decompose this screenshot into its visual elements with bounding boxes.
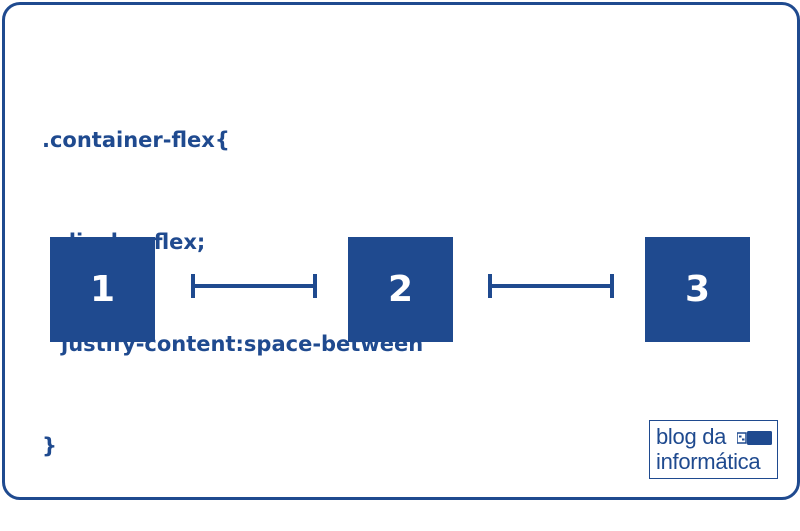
space-between-gap-marker-2 [488,274,614,298]
logo-text-line2: informática [656,449,761,474]
logo-text-line1: blog da [656,424,727,449]
flex-item-2: 2 [348,237,453,342]
flex-item-1: 1 [50,237,155,342]
code-line-selector: .container-flex{ [42,128,230,152]
flex-item-3-label: 3 [684,269,711,310]
code-line-closing-brace: } [42,434,57,458]
blog-logo: blog da informática [649,420,778,479]
flex-item-2-label: 2 [387,269,414,310]
usb-drive-icon [737,431,772,445]
flex-item-1-label: 1 [89,269,116,310]
space-between-gap-marker-1 [191,274,317,298]
flex-item-3: 3 [645,237,750,342]
